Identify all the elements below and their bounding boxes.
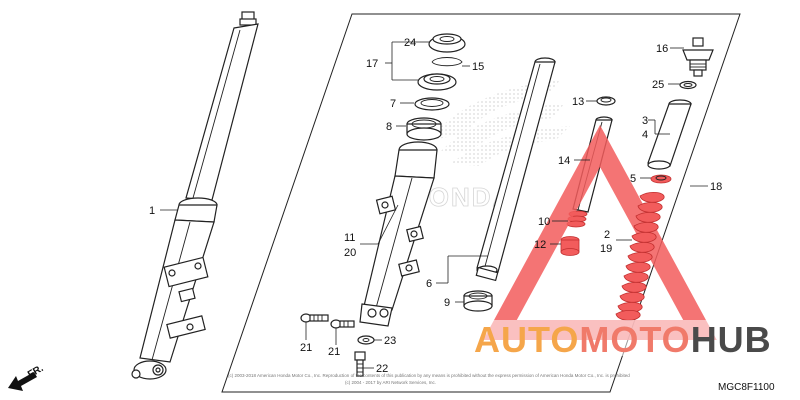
copyright-line-2: (c) 2004 - 2017 by ARI Network Services,…: [345, 380, 436, 385]
washer-23[interactable]: [357, 335, 375, 345]
fork-bolt-16[interactable]: [682, 37, 714, 77]
label-11: 11: [344, 232, 355, 244]
label-17: 17: [366, 58, 378, 70]
label-15: 15: [472, 61, 484, 73]
label-1: 1: [149, 205, 155, 217]
piston-ring-13[interactable]: [596, 96, 616, 106]
label-24: 24: [404, 37, 416, 49]
bolt-21-upper[interactable]: [300, 313, 329, 323]
fork-assembly[interactable]: [131, 11, 259, 380]
front-label: FR.: [26, 363, 46, 381]
part-number-labels: 1 24 17 15 7 8 11 20 6 9 21 21 23 22 13 …: [149, 37, 722, 375]
front-direction-marker: FR.: [8, 363, 46, 391]
exploded-view-frame: [221, 13, 741, 393]
label-23: 23: [384, 335, 396, 347]
label-16: 16: [656, 43, 668, 55]
copyright-line-1: (c) 2003-2018 American Honda Motor Co., …: [228, 373, 630, 378]
label-9: 9: [444, 297, 450, 309]
leader-lines: [160, 41, 708, 369]
label-7: 7: [390, 98, 396, 110]
label-21-upper: 21: [300, 342, 312, 354]
label-22: 22: [376, 363, 388, 375]
spacer-3-4[interactable]: [647, 99, 692, 170]
label-25: 25: [652, 79, 664, 91]
label-6: 6: [426, 278, 432, 290]
label-2: 2: [604, 229, 610, 241]
bolt-21-lower[interactable]: [330, 319, 355, 329]
label-14: 14: [558, 155, 570, 167]
label-13: 13: [572, 96, 584, 108]
watermark-moto: MOTO: [579, 319, 690, 360]
label-5: 5: [630, 173, 636, 185]
label-20: 20: [344, 247, 356, 259]
copyright-notice: (c) 2003-2018 American Honda Motor Co., …: [228, 373, 630, 385]
svg-text:AUTOMOTOHUB: AUTOMOTOHUB: [474, 319, 772, 360]
label-21-lower: 21: [328, 346, 340, 358]
label-19: 19: [600, 243, 612, 255]
label-3: 3: [642, 115, 648, 127]
oil-lock-piece-12[interactable]: [560, 236, 580, 256]
watermark-auto: AUTO: [474, 319, 579, 360]
label-10: 10: [538, 216, 550, 228]
front-arrow-icon: [8, 372, 37, 391]
slider-bushing-9[interactable]: [463, 290, 493, 312]
fork-spring-coils[interactable]: [615, 192, 665, 321]
fork-tube[interactable]: [475, 57, 556, 282]
label-18: 18: [710, 181, 722, 193]
diagram-code: MGC8F1100: [718, 382, 775, 393]
label-4: 4: [642, 129, 648, 141]
spring-seat-5[interactable]: [650, 174, 672, 184]
fork-slider[interactable]: [359, 141, 438, 327]
o-ring-25[interactable]: [679, 80, 697, 90]
watermark-hub: HUB: [691, 319, 772, 360]
oil-seal-kit[interactable]: [406, 33, 466, 141]
automotohub-text: AUTOMOTOHUB: [474, 319, 794, 360]
label-12: 12: [534, 239, 546, 251]
label-8: 8: [386, 121, 392, 133]
